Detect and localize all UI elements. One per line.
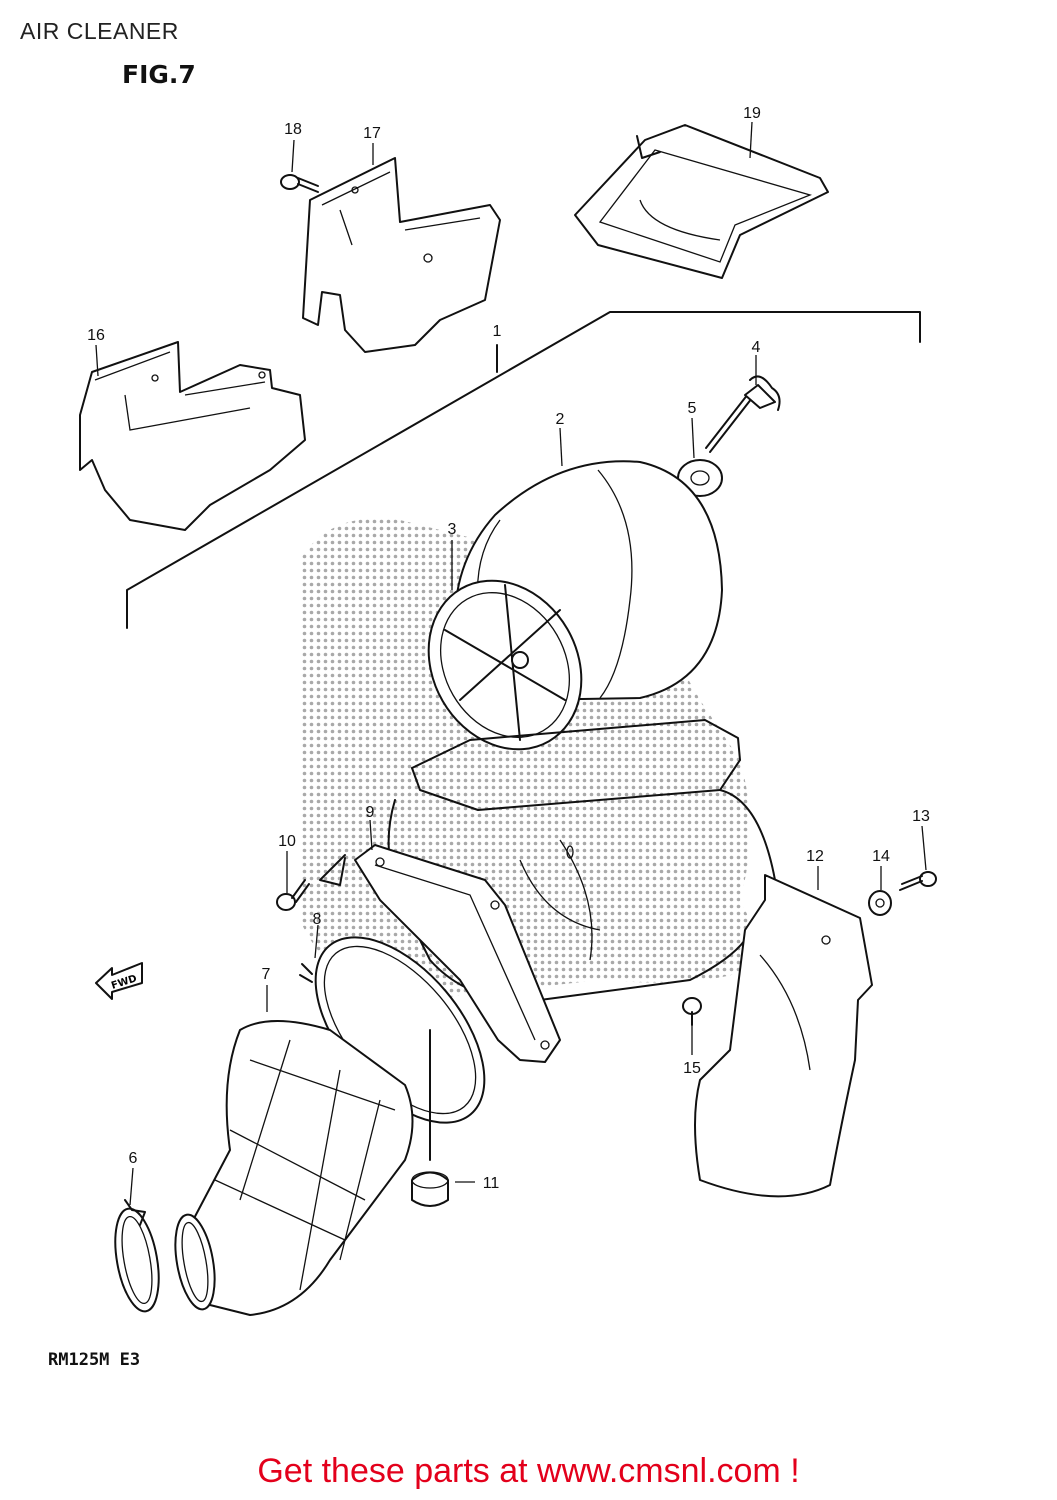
- callout-17: 17: [363, 125, 381, 142]
- part-16-plate: [79, 341, 306, 531]
- callout-13: 13: [912, 808, 930, 825]
- leader-lines: [95, 121, 927, 1206]
- model-code: RM125M E3: [48, 1350, 141, 1370]
- assembly-bracket: [126, 311, 921, 629]
- part-19-cover: [574, 124, 829, 279]
- part-18-bolt: [280, 174, 319, 193]
- callout-2: 2: [556, 411, 565, 428]
- callout-18: 18: [284, 121, 302, 138]
- callout-19: 19: [743, 105, 761, 122]
- part-7-intake-boot: [174, 1020, 414, 1316]
- part-15-screw: [682, 997, 702, 1026]
- part-12-guard: [694, 874, 873, 1198]
- callout-7: 7: [262, 966, 271, 983]
- callout-8: 8: [313, 911, 322, 928]
- callout-15: 15: [683, 1060, 701, 1077]
- part-17-plate: [302, 157, 501, 353]
- callout-3: 3: [448, 521, 457, 538]
- part-9-flange: [354, 844, 561, 1063]
- part-11-drain-cap: [411, 1029, 449, 1207]
- footer-link-text[interactable]: Get these parts at www.cmsnl.com !: [257, 1452, 800, 1490]
- page-title: AIR CLEANER: [20, 18, 179, 44]
- callout-14: 14: [872, 848, 890, 865]
- callout-6: 6: [129, 1150, 138, 1167]
- part-13-bolt: [899, 871, 937, 891]
- part-10-screw: [276, 854, 346, 911]
- callout-16: 16: [87, 327, 105, 344]
- callout-1: 1: [493, 323, 502, 340]
- fwd-arrow-icon: FWD: [95, 962, 143, 1000]
- callout-11: 11: [483, 1175, 500, 1192]
- callout-9: 9: [366, 804, 375, 821]
- part-4-wing-bolt: [705, 375, 781, 453]
- part-14-grommet: [868, 890, 892, 916]
- callout-12: 12: [806, 848, 824, 865]
- callout-labels: 1 2 3 4 5 6 7 8 9 10 11 12 13 14 15 16 1…: [87, 105, 930, 1192]
- figure-label: FIG.7: [122, 60, 196, 89]
- part-3-cage: [427, 579, 583, 751]
- parts-diagram: FWD 1 2 3 4 5 6 7 8 9 10 11 12 13: [79, 105, 937, 1316]
- part-6-clamp: [114, 1199, 160, 1313]
- callout-10: 10: [278, 833, 296, 850]
- callout-5: 5: [688, 400, 697, 417]
- callout-4: 4: [752, 339, 761, 356]
